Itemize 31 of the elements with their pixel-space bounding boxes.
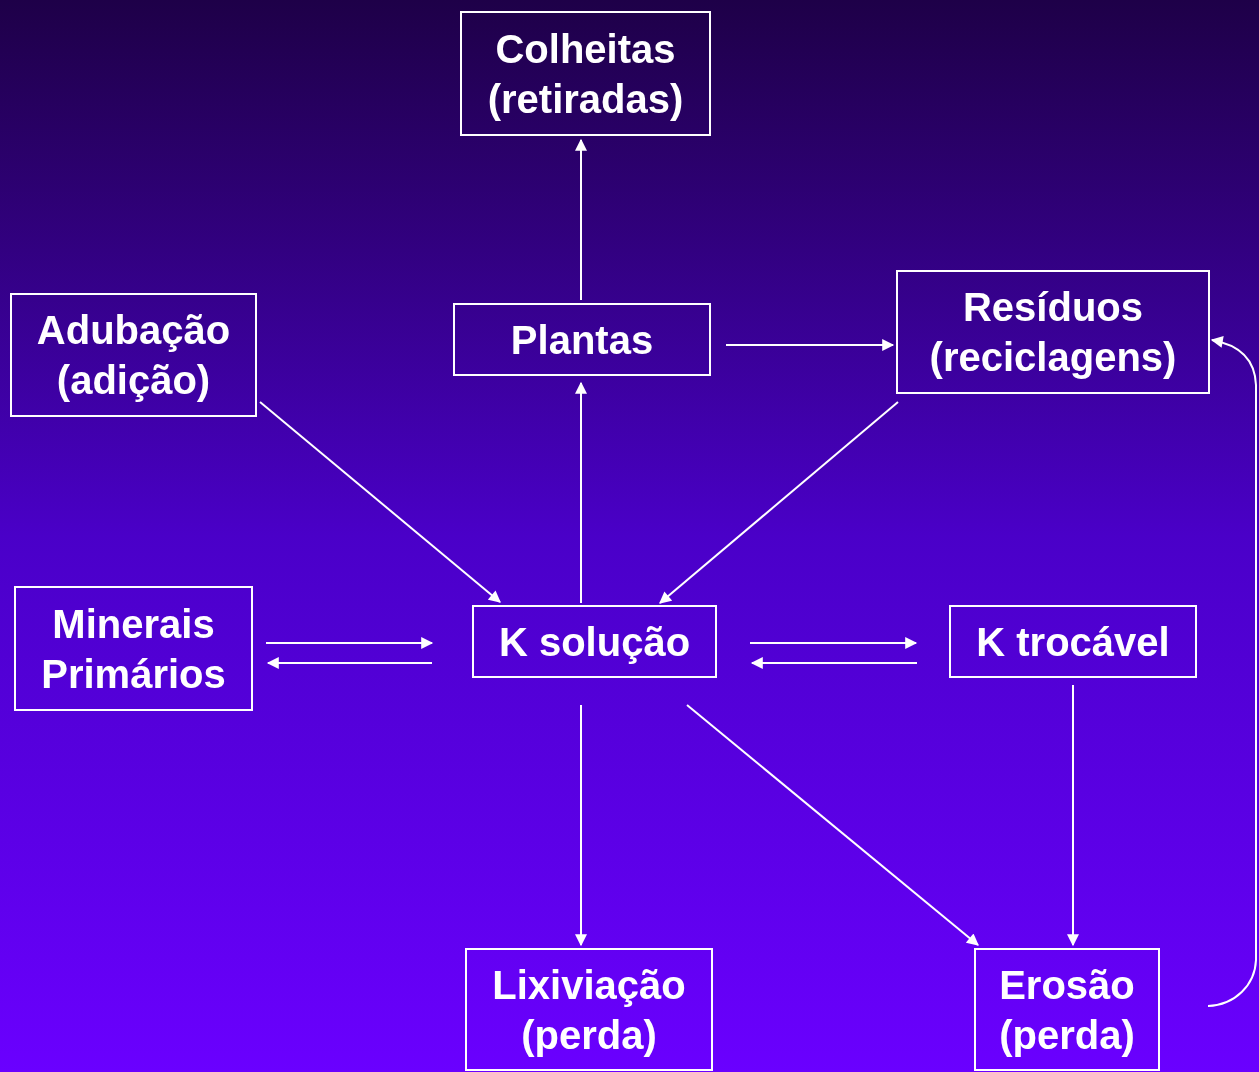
arrow — [686, 704, 979, 946]
arrow — [266, 657, 433, 669]
box-label: Colheitas (retiradas) — [486, 25, 685, 123]
text-box — [472, 605, 717, 678]
arrow — [575, 704, 587, 947]
arrow — [265, 637, 434, 649]
text-box — [10, 293, 257, 417]
box-label: K trocável — [976, 618, 1170, 666]
box-label: Minerais Primários — [40, 600, 227, 698]
arrow — [725, 339, 895, 351]
box-label: Adubação (adição) — [35, 307, 232, 404]
arrow — [749, 637, 918, 649]
text-box — [460, 11, 711, 136]
box-label: Plantas — [510, 316, 654, 364]
box-label: K solução — [498, 618, 691, 666]
arrow — [259, 401, 501, 603]
arrow — [575, 381, 587, 604]
arrow — [750, 657, 918, 669]
text-box — [465, 948, 713, 1071]
text-box — [974, 948, 1160, 1071]
arrow — [1067, 684, 1079, 947]
text-box — [896, 270, 1210, 394]
arrow — [1207, 336, 1257, 1007]
arrow — [659, 401, 899, 604]
box-label: Lixiviação (perda) — [491, 961, 687, 1059]
box-label: Erosão (perda) — [998, 961, 1136, 1059]
text-box — [949, 605, 1197, 678]
box-label: Resíduos (reciclagens) — [928, 284, 1178, 381]
text-box — [453, 303, 711, 376]
text-box — [14, 586, 253, 711]
arrow — [575, 138, 587, 301]
